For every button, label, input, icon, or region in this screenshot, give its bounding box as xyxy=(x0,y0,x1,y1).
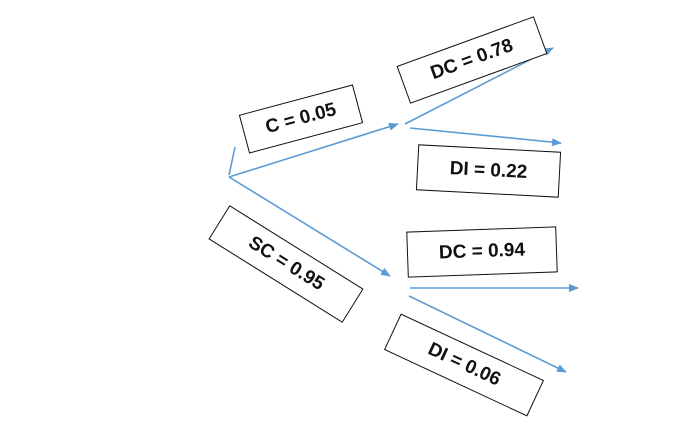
edge-c-to-di xyxy=(409,127,562,147)
edge-sc-to-di xyxy=(408,295,567,373)
di-upper-probability-label: DI = 0.22 xyxy=(415,144,562,198)
edge-root-to-c xyxy=(228,122,399,178)
dc-lower-probability-label: DC = 0.94 xyxy=(406,226,558,278)
edge-root-to-sc xyxy=(228,176,391,277)
root-tick xyxy=(228,146,236,176)
